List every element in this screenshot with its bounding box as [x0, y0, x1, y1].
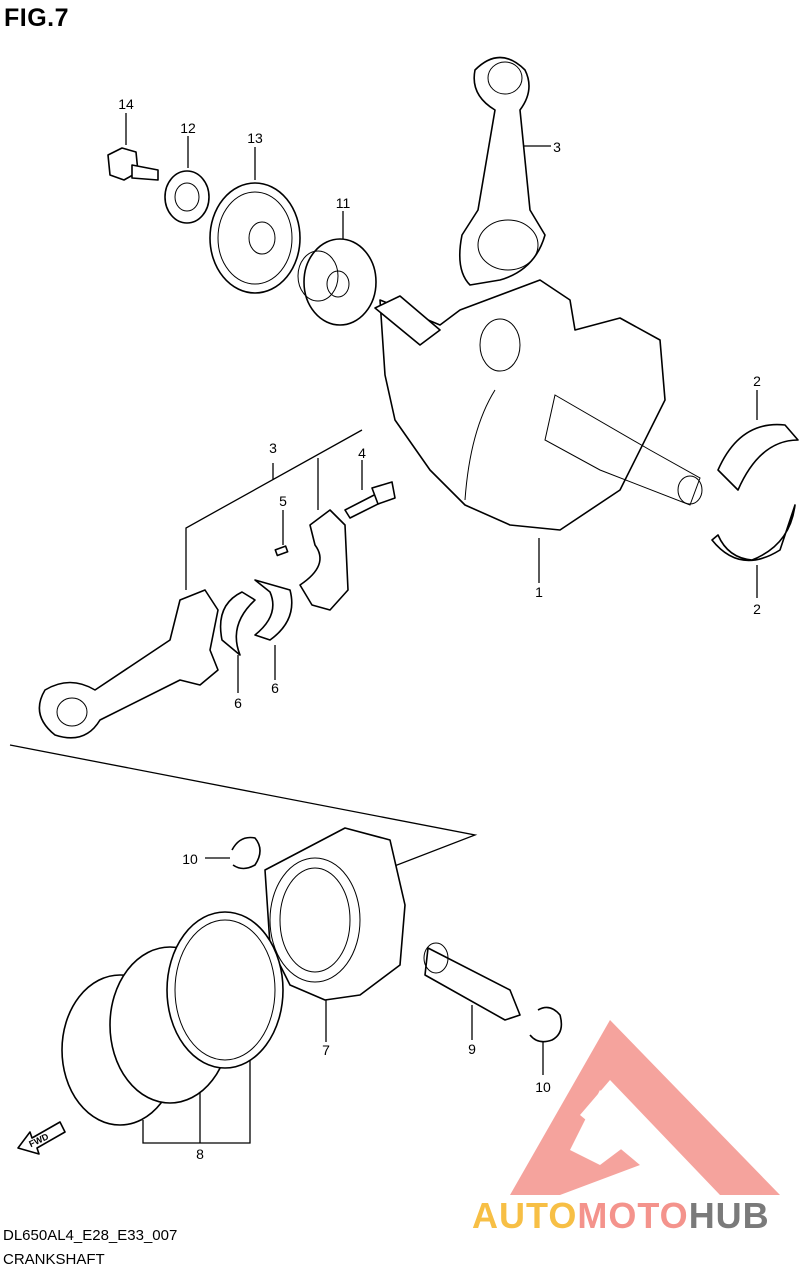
section-name: CRANKSHAFT — [3, 1251, 105, 1268]
conrod-bearing-lower-part-6 — [254, 579, 293, 641]
piston-rings-part-8 — [61, 911, 284, 1126]
connecting-rod-part-3 — [459, 56, 546, 286]
conrod-bolt-part-4 — [344, 481, 396, 519]
bolt-part-14 — [107, 147, 159, 181]
callout-6-upper: 6 — [234, 695, 242, 711]
callout-9: 9 — [468, 1041, 476, 1057]
watermark-text: AUTOMOTOHUB — [472, 1195, 770, 1237]
piston-part-7 — [264, 827, 406, 1001]
callout-7: 7 — [322, 1042, 330, 1058]
circlip-part-10a — [231, 836, 261, 870]
callout-5: 5 — [279, 493, 287, 509]
watermark-auto: AUTO — [472, 1195, 578, 1236]
piston-pin-part-9 — [423, 942, 521, 1021]
callout-8: 8 — [196, 1146, 204, 1162]
watermark-moto: MOTO — [577, 1195, 689, 1236]
callout-3: 3 — [553, 139, 561, 155]
callout-6-lower: 6 — [271, 680, 279, 696]
fwd-arrow-icon: FWD — [17, 1121, 66, 1155]
model-code: DL650AL4_E28_E33_007 — [3, 1227, 178, 1244]
callout-2-lower: 2 — [753, 601, 761, 617]
main-bearing-upper-part-2 — [717, 423, 799, 491]
callout-4: 4 — [358, 445, 366, 461]
conrod-cap-part-3 — [299, 509, 349, 611]
connecting-rod-lower-part-3 — [38, 589, 219, 739]
gear-part-13 — [209, 182, 301, 294]
sprocket-part-12 — [164, 170, 210, 224]
callout-14: 14 — [118, 96, 134, 112]
crankshaft-part-1 — [374, 279, 703, 531]
washer-part-11 — [297, 238, 377, 326]
circlip-part-10b — [529, 1006, 563, 1043]
conrod-pin-part-5 — [274, 545, 289, 557]
callout-2-upper: 2 — [753, 373, 761, 389]
main-bearing-lower-part-2 — [711, 504, 796, 562]
callout-12: 12 — [180, 120, 196, 136]
watermark-logo-icon — [510, 1020, 780, 1195]
figure-title: FIG.7 — [4, 4, 70, 32]
callout-3-set: 3 — [269, 440, 277, 456]
watermark-hub: HUB — [688, 1195, 770, 1236]
callout-13: 13 — [247, 130, 263, 146]
callout-11: 11 — [335, 195, 351, 211]
callout-1: 1 — [535, 584, 543, 600]
conrod-bearing-upper-part-6 — [219, 591, 256, 656]
callout-10-right: 10 — [535, 1079, 551, 1095]
leader-lines — [9, 113, 758, 1144]
callout-10-left: 10 — [182, 851, 198, 867]
